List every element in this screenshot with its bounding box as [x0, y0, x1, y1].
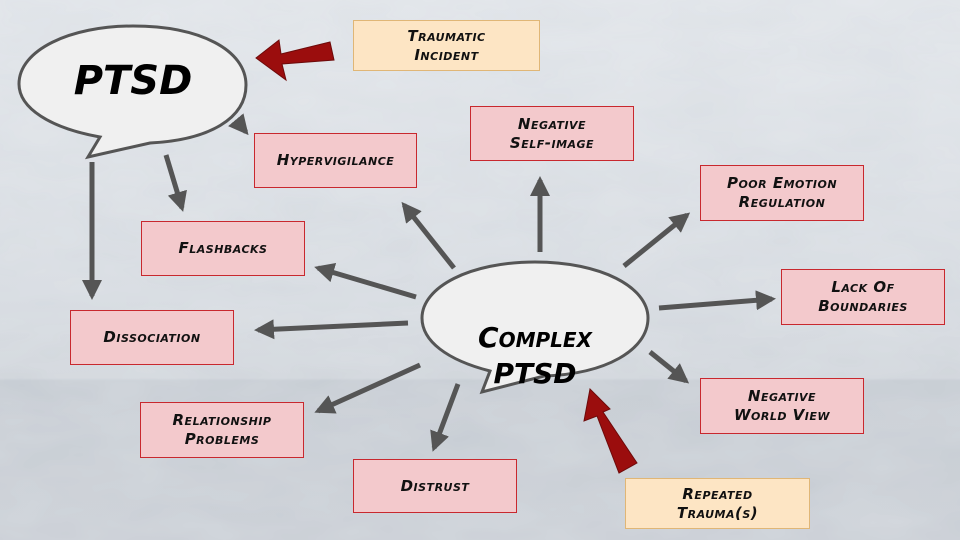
- ptsd-connectors: [82, 113, 249, 300]
- arrow-cptsd-to-relationship-problems: [314, 362, 422, 414]
- repeated-trauma-box: Repeated Trauma(s): [625, 478, 810, 529]
- complex-ptsd-connectors: [254, 176, 776, 452]
- dissociation-text: Dissociation: [103, 328, 201, 347]
- lack-of-boundaries-box: Lack Of Boundaries: [781, 269, 945, 325]
- arrow-cptsd-to-hypervigilance: [401, 201, 456, 270]
- hypervigilance-box: Hypervigilance: [254, 133, 417, 188]
- arrow-cptsd-to-negative-world-view: [648, 350, 690, 384]
- arrow-cptsd-to-distrust: [430, 383, 461, 452]
- flashbacks-text: Flashbacks: [178, 239, 268, 258]
- hypervigilance-text: Hypervigilance: [276, 151, 395, 170]
- negative-world-view-box: Negative World View: [700, 378, 864, 434]
- relationship-problems-box: Relationship Problems: [140, 402, 304, 458]
- ptsd-label-text: PTSD: [73, 58, 193, 104]
- flashbacks-box: Flashbacks: [141, 221, 305, 276]
- arrow-traumatic-incident-to-ptsd: [255, 39, 335, 82]
- arrow-ptsd-to-flashbacks: [163, 154, 187, 212]
- dissociation-box: Dissociation: [70, 310, 234, 365]
- negative-self-image-box: Negative Self-image: [470, 106, 634, 161]
- lack-of-boundaries-text: Lack Of Boundaries: [818, 278, 908, 315]
- arrow-cptsd-to-poor-emotion-regulation: [622, 212, 691, 268]
- ptsd-label: PTSD: [48, 56, 218, 106]
- ptsd-bubble: [17, 24, 248, 160]
- repeated-trauma-text: Repeated Trauma(s): [676, 484, 759, 522]
- arrow-cptsd-to-lack-of-boundaries: [658, 290, 776, 311]
- complex-ptsd-label: Complex PTSD: [438, 284, 632, 392]
- distrust-text: Distrust: [400, 476, 470, 495]
- complex-ptsd-label-text: Complex PTSD: [478, 321, 592, 390]
- arrow-cptsd-to-dissociation: [254, 319, 409, 340]
- arrow-repeated-trauma-to-complex-ptsd: [583, 387, 638, 474]
- complex-ptsd-bubble: [420, 260, 650, 395]
- traumatic-incident-text: Traumatic Incident: [407, 26, 486, 64]
- poor-emotion-regulation-box: Poor Emotion Regulation: [700, 165, 864, 221]
- poor-emotion-regulation-text: Poor Emotion Regulation: [726, 174, 838, 211]
- traumatic-incident-box: Traumatic Incident: [353, 20, 540, 71]
- negative-world-view-text: Negative World View: [733, 387, 831, 424]
- arrow-cptsd-to-flashbacks: [314, 262, 417, 300]
- arrow-ptsd-to-hypervigilance: [228, 113, 249, 136]
- relationship-problems-text: Relationship Problems: [172, 411, 272, 448]
- distrust-box: Distrust: [353, 459, 517, 513]
- negative-self-image-text: Negative Self-image: [509, 114, 595, 152]
